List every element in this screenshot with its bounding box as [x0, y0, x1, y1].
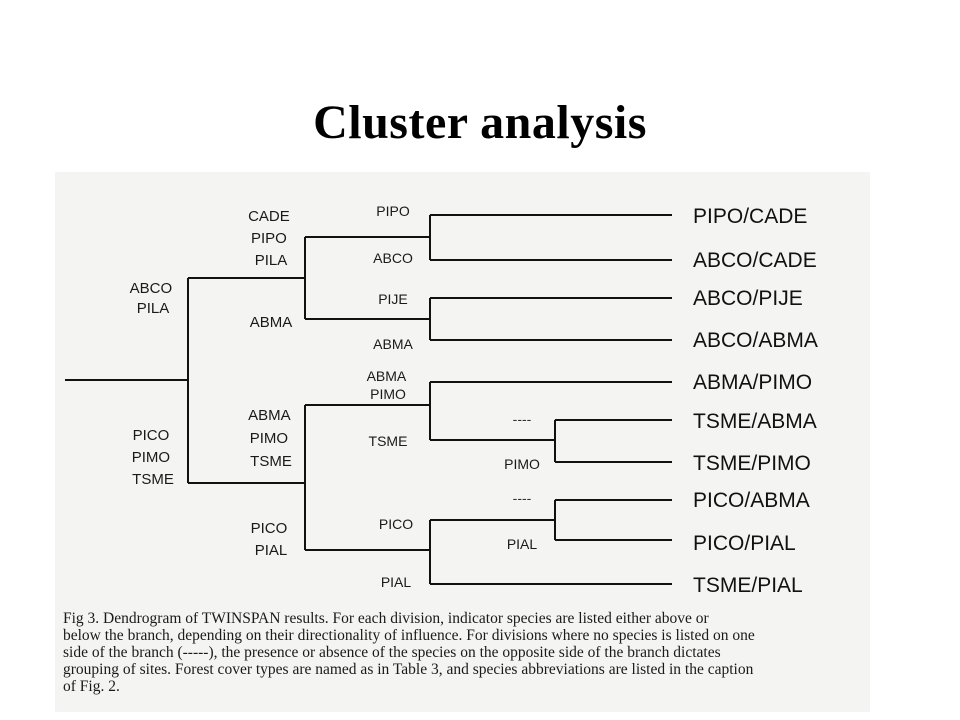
- indicator-label: PICO: [133, 427, 170, 444]
- leaf-label-part: TSME: [693, 410, 751, 433]
- leaf-label-part: ABMA: [757, 410, 817, 433]
- leaf-label-separator: /: [753, 329, 759, 352]
- leaf-label-part: CADE: [758, 249, 816, 272]
- indicator-label: PIAL: [255, 542, 288, 559]
- indicator-label: TSME: [250, 453, 292, 470]
- leaf-label: TSME/PIAL: [693, 574, 803, 597]
- indicator-label: TSME: [132, 471, 174, 488]
- indicator-label: ABMA: [367, 368, 407, 384]
- leaf-label-separator: /: [751, 410, 757, 433]
- leaf-label: PICO/PIAL: [693, 532, 796, 555]
- leaf-label-separator: /: [753, 371, 759, 394]
- leaf-label-part: PIMO: [758, 371, 812, 394]
- upper-indicator-top: CADE PIPO PILA: [248, 208, 294, 269]
- branch-d-indicator-top: PICO: [379, 516, 413, 532]
- upper-indicator-bottom: ABMA: [250, 314, 293, 331]
- indicator-label: PIMO: [370, 386, 406, 402]
- caption-line: side of the branch (-----), the presence…: [63, 644, 721, 661]
- leaf-label-part: PICO: [693, 532, 744, 555]
- caption-line: Fig 3. Dendrogram of TWINSPAN results. F…: [63, 610, 709, 627]
- leaf-label-part: ABCO: [693, 287, 753, 310]
- leaf-label: PICO/ABMA: [693, 489, 810, 512]
- leaf-label-part: ABCO: [693, 249, 753, 272]
- leaf-label-part: ABMA: [693, 371, 753, 394]
- branch-a-indicator-bottom: ABCO: [373, 250, 413, 266]
- branch-b-indicator-bottom: ABMA: [373, 336, 413, 352]
- indicator-label: CADE: [248, 208, 290, 225]
- leaf-label-part: ABMA: [750, 489, 810, 512]
- leaf-label: ABCO/PIJE: [693, 287, 803, 310]
- leaf-label-part: PICO: [693, 489, 744, 512]
- indicator-label: PICO: [251, 520, 288, 537]
- indicator-label: ABCO: [130, 280, 173, 297]
- leaf-label: TSME/ABMA: [693, 410, 817, 433]
- leaf-label-separator: /: [743, 205, 749, 228]
- leaf-label-part: CADE: [749, 205, 807, 228]
- leaf-label-part: TSME: [693, 452, 751, 475]
- branch-a-indicator-top: PIPO: [376, 203, 410, 219]
- branch-c-inner-indicator-top: ----: [513, 411, 532, 427]
- leaf-labels: PIPO/CADEABCO/CADEABCO/PIJEABCO/ABMAABMA…: [693, 205, 818, 597]
- leaf-label-part: PIMO: [757, 452, 811, 475]
- leaf-label: ABCO/CADE: [693, 249, 817, 272]
- leaf-label: TSME/PIMO: [693, 452, 811, 475]
- leaf-label-part: ABCO: [693, 329, 753, 352]
- branch-c-inner-indicator-bottom: PIMO: [504, 456, 540, 472]
- indicator-label: ABMA: [248, 407, 291, 424]
- caption-line: grouping of sites. Forest cover types ar…: [63, 661, 754, 678]
- figure-caption: Fig 3. Dendrogram of TWINSPAN results. F…: [63, 610, 853, 695]
- leaf-label-separator: /: [751, 452, 757, 475]
- leaf-label-part: PIJE: [758, 287, 802, 310]
- leaf-label-separator: /: [751, 574, 757, 597]
- slide-title: Cluster analysis: [313, 96, 647, 149]
- leaf-label: PIPO/CADE: [693, 205, 807, 228]
- branch-d-indicator-bottom: PIAL: [381, 574, 412, 590]
- leaf-label-part: TSME: [693, 574, 751, 597]
- caption-line: of Fig. 2.: [63, 678, 120, 695]
- leaf-label-separator: /: [744, 532, 750, 555]
- leaf-label: ABMA/PIMO: [693, 371, 812, 394]
- leaf-label: ABCO/ABMA: [693, 329, 818, 352]
- branch-d-inner-indicator-top: ----: [513, 490, 532, 506]
- leaf-label-part: PIAL: [750, 532, 796, 555]
- indicator-label: PILA: [137, 300, 170, 317]
- indicator-label: PIPO: [251, 230, 287, 247]
- branch-c-indicator-bottom: TSME: [369, 433, 408, 449]
- dendrogram-branches: [65, 214, 672, 585]
- indicator-label: PILA: [255, 252, 288, 269]
- figure-panel: [55, 172, 870, 712]
- root-indicator-bottom: PICO PIMO TSME: [132, 427, 175, 488]
- leaf-label-separator: /: [753, 287, 759, 310]
- lower-indicator-top: ABMA PIMO TSME: [248, 407, 294, 470]
- branch-c-indicator-top: ABMA PIMO: [367, 368, 410, 402]
- leaf-label-part: ABMA: [758, 329, 818, 352]
- caption-line: below the branch, depending on their dir…: [63, 627, 755, 644]
- leaf-label-separator: /: [744, 489, 750, 512]
- root-indicator-top: ABCO PILA: [130, 280, 177, 317]
- branch-b-indicator-top: PIJE: [378, 291, 408, 307]
- branch-d-inner-indicator-bottom: PIAL: [507, 536, 538, 552]
- lower-indicator-bottom: PICO PIAL: [251, 520, 292, 559]
- leaf-label-separator: /: [753, 249, 759, 272]
- leaf-label-part: PIPO: [693, 205, 743, 228]
- leaf-label-part: PIAL: [757, 574, 803, 597]
- indicator-label: PIMO: [250, 430, 288, 447]
- indicator-label: PIMO: [132, 449, 170, 466]
